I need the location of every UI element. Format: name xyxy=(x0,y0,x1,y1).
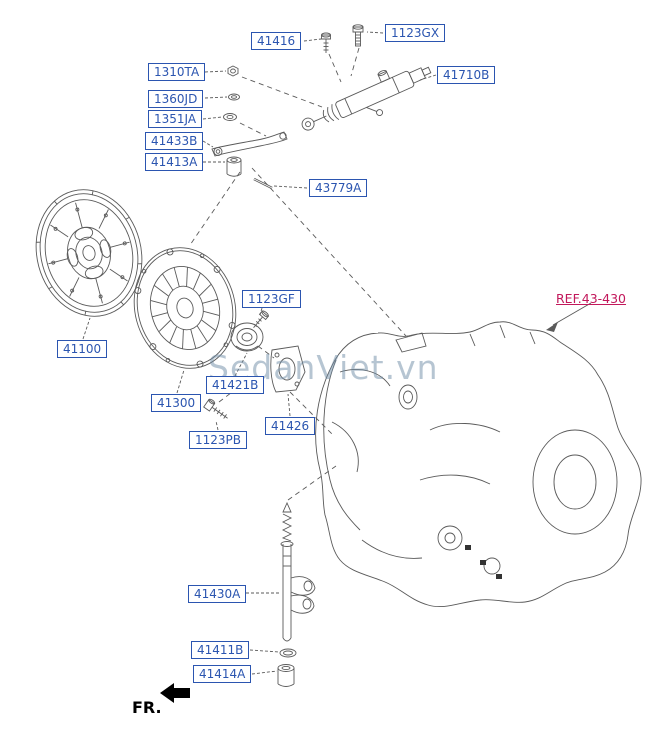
part-label-1123GF[interactable]: 1123GF xyxy=(242,290,301,308)
part-label-41430A[interactable]: 41430A xyxy=(188,585,247,603)
part-label-43779A[interactable]: 43779A xyxy=(309,179,368,197)
bolt-1123GX-drawing xyxy=(352,24,364,47)
fr-direction-arrow xyxy=(160,683,190,703)
washer-1360JD-drawing xyxy=(228,93,240,101)
part-label-1351JA[interactable]: 1351JA xyxy=(148,110,203,128)
pin-43779A-drawing xyxy=(253,177,273,190)
cap-41414A-drawing xyxy=(277,664,295,687)
part-label-1310TA[interactable]: 1310TA xyxy=(148,63,206,81)
part-label-41433B[interactable]: 41433B xyxy=(145,132,204,150)
bolt-1123PB-drawing xyxy=(203,398,228,419)
clutch-cover-drawing xyxy=(133,247,237,369)
ref-arrow xyxy=(546,302,592,332)
part-label-41414A[interactable]: 41414A xyxy=(193,665,252,683)
ref-43-430-link[interactable]: REF.43-430 xyxy=(556,291,627,306)
label-leader-lines xyxy=(82,31,437,675)
part-label-41300[interactable]: 41300 xyxy=(151,394,202,412)
release-shaft-drawing xyxy=(280,501,316,642)
part-label-41100[interactable]: 41100 xyxy=(57,340,108,358)
nut-1310TA-drawing xyxy=(227,65,239,77)
part-label-1123PB[interactable]: 1123PB xyxy=(189,431,248,449)
bolt-1123GF-drawing xyxy=(253,310,269,328)
part-label-41416[interactable]: 41416 xyxy=(251,32,302,50)
part-label-41411B[interactable]: 41411B xyxy=(191,641,250,659)
part-label-1123GX[interactable]: 1123GX xyxy=(385,24,446,42)
part-label-41426[interactable]: 41426 xyxy=(265,417,316,435)
part-label-1360JD[interactable]: 1360JD xyxy=(148,90,204,108)
front-direction-label: FR. xyxy=(132,698,162,717)
master-cylinder-drawing xyxy=(301,66,432,131)
part-label-41710B[interactable]: 41710B xyxy=(437,66,496,84)
washer-1351JA-drawing xyxy=(223,113,237,121)
part-label-41421B[interactable]: 41421B xyxy=(206,376,265,394)
snap-ring-41411B-drawing xyxy=(279,648,297,658)
bolt-41416-drawing xyxy=(321,32,331,53)
clutch-disc-drawing xyxy=(35,189,143,317)
lever-41433B-drawing xyxy=(211,131,288,157)
fork-plate-41426-drawing xyxy=(270,345,306,393)
bushing-41413A-drawing xyxy=(226,156,242,177)
transmission-drawing xyxy=(315,321,642,608)
release-bearing-drawing xyxy=(230,322,264,352)
part-label-41413A[interactable]: 41413A xyxy=(145,153,204,171)
